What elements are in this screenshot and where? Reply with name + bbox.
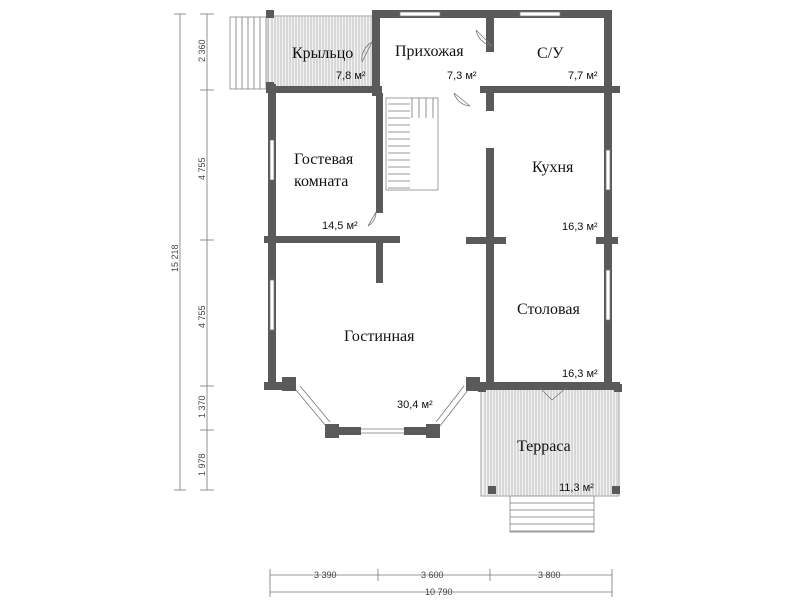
room-area-hall: 7,3 м² — [447, 70, 477, 82]
room-name-porch: Крыльцо — [292, 45, 353, 62]
room-area-living: 30,4 м² — [397, 399, 433, 411]
room-name-terrace: Терраса — [517, 438, 571, 455]
dim-v-1: 2 360 — [197, 39, 207, 62]
room-name-kitchen: Кухня — [532, 159, 574, 176]
room-name-living: Гостинная — [344, 328, 415, 345]
vertical-dimensions: 2 360 4 755 15 218 4 755 1 370 1 978 — [170, 13, 214, 491]
dim-v-5: 1 978 — [197, 453, 207, 476]
dim-v-2: 4 755 — [197, 157, 207, 180]
terrace-deck — [480, 385, 620, 533]
walls — [264, 10, 622, 494]
room-area-dining: 16,3 м² — [562, 368, 598, 380]
bay-window — [295, 385, 469, 434]
staircase — [385, 97, 439, 191]
dim-v-4: 1 370 — [197, 395, 207, 418]
room-area-kitchen: 16,3 м² — [562, 221, 598, 233]
room-name-bath: С/У — [537, 45, 564, 62]
windows — [269, 11, 611, 331]
room-name-hall: Прихожая — [395, 43, 464, 60]
dim-v-3: 4 755 — [197, 305, 207, 328]
dim-v-total: 15 218 — [170, 244, 180, 272]
doors — [361, 29, 567, 401]
dim-h-1: 3 390 — [314, 570, 337, 580]
room-area-terrace: 11,3 м² — [559, 482, 594, 494]
room-area-porch: 7,8 м² — [336, 70, 366, 82]
room-name-guest-line2: комната — [294, 173, 348, 190]
dim-h-2: 3 600 — [421, 570, 444, 580]
room-area-guest: 14,5 м² — [322, 220, 358, 232]
room-name-dining: Столовая — [517, 301, 580, 318]
room-name-guest-line1: Гостевая — [294, 151, 354, 168]
dim-h-3: 3 800 — [538, 570, 561, 580]
room-area-bath: 7,7 м² — [568, 70, 598, 82]
horizontal-dimensions: 3 390 3 600 3 800 10 790 — [269, 569, 613, 597]
dim-h-total: 10 790 — [425, 587, 453, 597]
